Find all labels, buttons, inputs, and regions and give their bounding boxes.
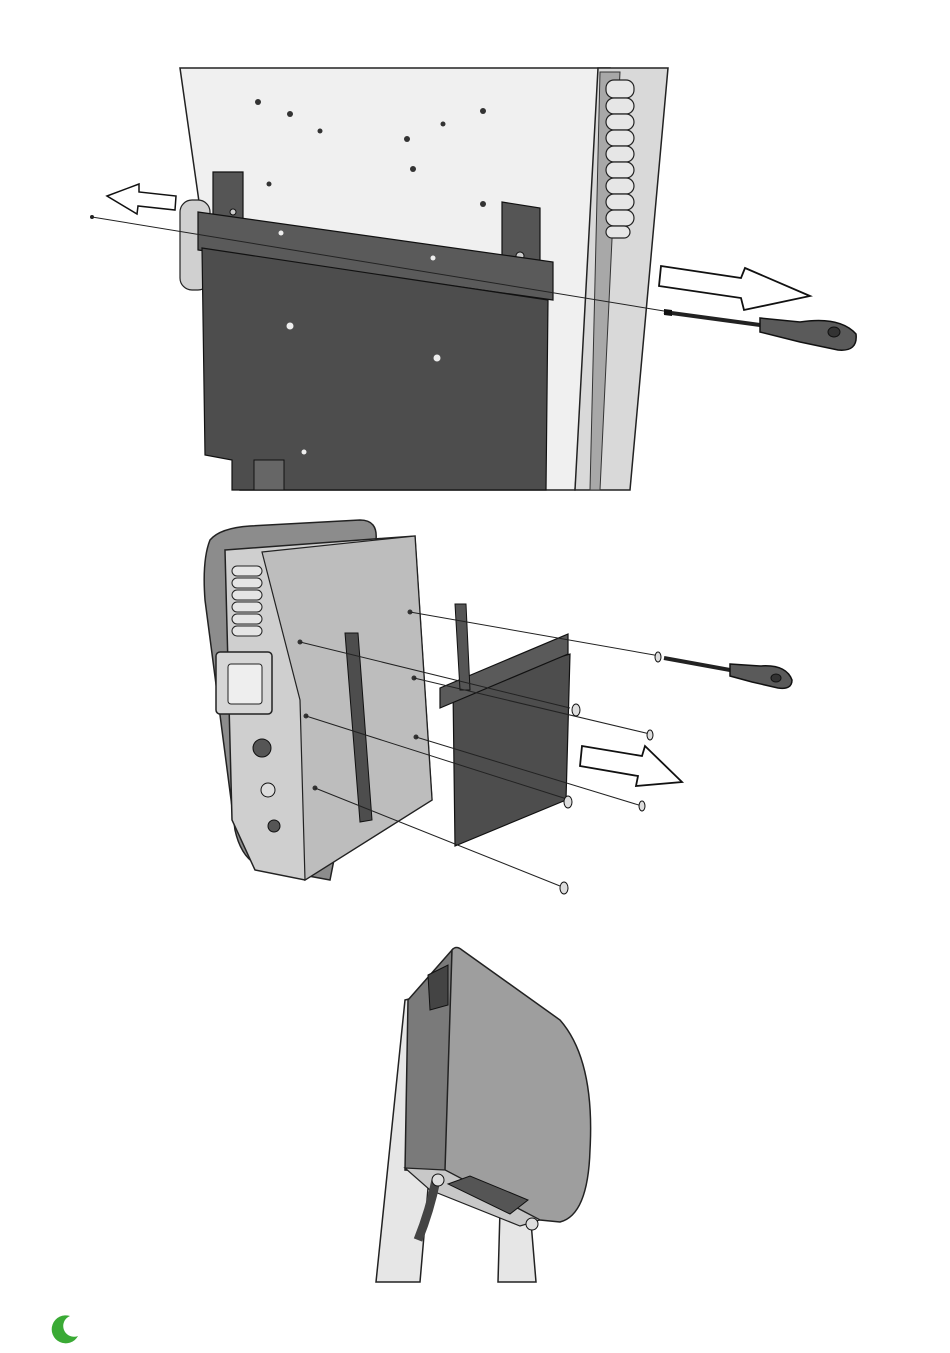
step-3-illustration — [0, 0, 950, 1300]
charger-top-vent — [428, 965, 448, 1010]
brand-logo-icon — [48, 1312, 82, 1346]
